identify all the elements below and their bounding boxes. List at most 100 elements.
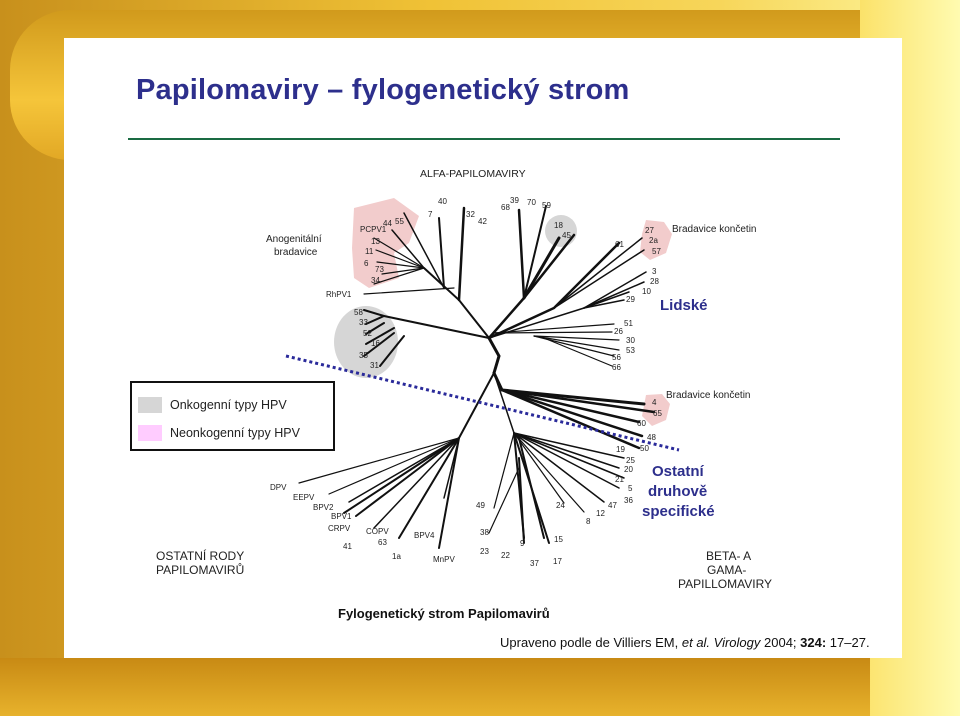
leaf-label: DPV xyxy=(270,483,287,492)
leaf-label: 17 xyxy=(553,557,562,566)
betagamma-line2: GAMA- xyxy=(707,563,746,577)
leaf-label: 45 xyxy=(562,231,571,240)
leaf-label: 65 xyxy=(653,409,662,418)
legend-swatch-nononcogenic xyxy=(138,425,162,441)
leaf-label: 38 xyxy=(480,528,489,537)
warts-mid-label: Bradavice končetin xyxy=(666,390,751,401)
leaf-label: 7 xyxy=(428,210,433,219)
leaf-label: COPV xyxy=(366,527,389,536)
leaf-label: 1a xyxy=(392,552,401,561)
alpha-group-label: ALFA-PAPILOMAVIRY xyxy=(420,168,526,180)
leaf-label: 29 xyxy=(626,295,635,304)
legend-item-nononcogenic: Neonkogenní typy HPV xyxy=(138,423,300,443)
slide-title: Papilomaviry – fylogenetický strom xyxy=(136,74,630,106)
legend: Onkogenní typy HPV Neonkogenní typy HPV xyxy=(130,381,335,451)
leaf-label: PCPV1 xyxy=(360,225,387,234)
leaf-label: 44 xyxy=(383,219,392,228)
legend-label-oncogenic: Onkogenní typy HPV xyxy=(170,398,287,412)
leaf-label: 12 xyxy=(596,509,605,518)
oncogenic-small-blob xyxy=(545,215,577,247)
leaf-label: 63 xyxy=(378,538,387,547)
leaf-label: 33 xyxy=(359,318,368,327)
leaf-label: 5 xyxy=(628,484,633,493)
legend-label-nononcogenic: Neonkogenní typy HPV xyxy=(170,426,300,440)
human-label: Lidské xyxy=(660,297,708,314)
warts-top-blob xyxy=(640,220,672,260)
ref-prefix: Upraveno podle de Villiers EM, xyxy=(500,635,682,650)
leaf-label: 31 xyxy=(370,361,379,370)
phylogenetic-tree-diagram: ALFA-PAPILOMAVIRY Anogenitální bradavice… xyxy=(156,168,772,591)
leaf-label: 21 xyxy=(615,475,624,484)
leaf-label: 56 xyxy=(612,353,621,362)
betagamma-line1: BETA- A xyxy=(706,549,751,563)
other-genera-line1: OSTATNÍ RODY xyxy=(156,548,244,563)
ref-pages: 17–27. xyxy=(826,635,870,650)
leaf-label: 41 xyxy=(343,542,352,551)
leaf-label: 35 xyxy=(359,351,368,360)
leaf-label: 2a xyxy=(649,236,658,245)
betagamma-line3: PAPILLOMAVIRY xyxy=(678,577,772,591)
species-label-line2: druhově xyxy=(648,483,707,500)
reference-citation: Upraveno podle de Villiers EM, et al. Vi… xyxy=(500,635,870,650)
leaf-label: 66 xyxy=(612,363,621,372)
leaf-label: 23 xyxy=(480,547,489,556)
leaf-label: CRPV xyxy=(328,524,351,533)
warts-mid-blob xyxy=(642,394,670,426)
leaf-label: 52 xyxy=(363,329,372,338)
leaf-label: 47 xyxy=(608,501,617,510)
leaf-label: 3 xyxy=(652,267,657,276)
figure-caption: Fylogenetický strom Papilomavirů xyxy=(338,606,550,621)
anogenital-label-line1: Anogenitální xyxy=(266,234,322,245)
leaf-label: 24 xyxy=(556,501,565,510)
ref-volume: 324: xyxy=(800,635,827,650)
leaf-label: 49 xyxy=(476,501,485,510)
leaf-label: 6 xyxy=(364,259,369,268)
legend-item-oncogenic: Onkogenní typy HPV xyxy=(138,395,287,415)
leaf-label: 15 xyxy=(554,535,563,544)
legend-swatch-oncogenic xyxy=(138,397,162,413)
leaf-label: 10 xyxy=(642,287,651,296)
slide-content: Papilomaviry – fylogenetický strom xyxy=(64,38,902,658)
tree-branches xyxy=(298,205,656,549)
other-genera-line2: PAPILOMAVIRŮ xyxy=(156,562,244,577)
leaf-label: 13 xyxy=(371,237,380,246)
anogenital-label-line2: bradavice xyxy=(274,247,318,258)
group-separator-line xyxy=(285,354,680,452)
species-label-line1: Ostatní xyxy=(652,463,705,480)
leaf-label: 70 xyxy=(527,198,536,207)
leaf-label: 30 xyxy=(626,336,635,345)
leaf-label: 9 xyxy=(520,539,525,548)
leaf-label: 58 xyxy=(354,308,363,317)
leaf-label: RhPV1 xyxy=(326,290,352,299)
leaf-label: 28 xyxy=(650,277,659,286)
leaf-label: 68 xyxy=(501,203,510,212)
leaf-label: MnPV xyxy=(433,555,455,564)
leaf-label: 53 xyxy=(626,346,635,355)
leaf-label: 73 xyxy=(375,265,384,274)
leaf-label: 11 xyxy=(365,247,374,256)
leaf-label: 61 xyxy=(615,240,624,249)
title-underline xyxy=(128,138,840,140)
leaf-label: EEPV xyxy=(293,493,315,502)
leaf-label: BPV1 xyxy=(331,512,352,521)
leaf-label: 27 xyxy=(645,226,654,235)
background-bottom-strip xyxy=(0,658,870,716)
leaf-label: 32 xyxy=(466,210,475,219)
leaf-label: 60 xyxy=(637,419,646,428)
leaf-label: 50 xyxy=(640,444,649,453)
species-label-line3: specifické xyxy=(642,503,715,520)
leaf-label: 37 xyxy=(530,559,539,568)
leaf-label: 55 xyxy=(395,217,404,226)
anogenital-nononcogenic-blob xyxy=(352,198,419,288)
leaf-label: 16 xyxy=(371,339,380,348)
leaf-label: 51 xyxy=(624,319,633,328)
leaf-label: 8 xyxy=(586,517,591,526)
leaf-label: BPV4 xyxy=(414,531,435,540)
leaf-label: 39 xyxy=(510,196,519,205)
leaf-label: 42 xyxy=(478,217,487,226)
leaf-label: 34 xyxy=(371,276,380,285)
ref-etal: et al. xyxy=(681,635,711,650)
leaf-labels: 40 7 32 42 39 68 70 59 18 45 27 2a 57 61… xyxy=(270,196,662,568)
leaf-label: 26 xyxy=(614,327,623,336)
leaf-label: 19 xyxy=(616,445,625,454)
